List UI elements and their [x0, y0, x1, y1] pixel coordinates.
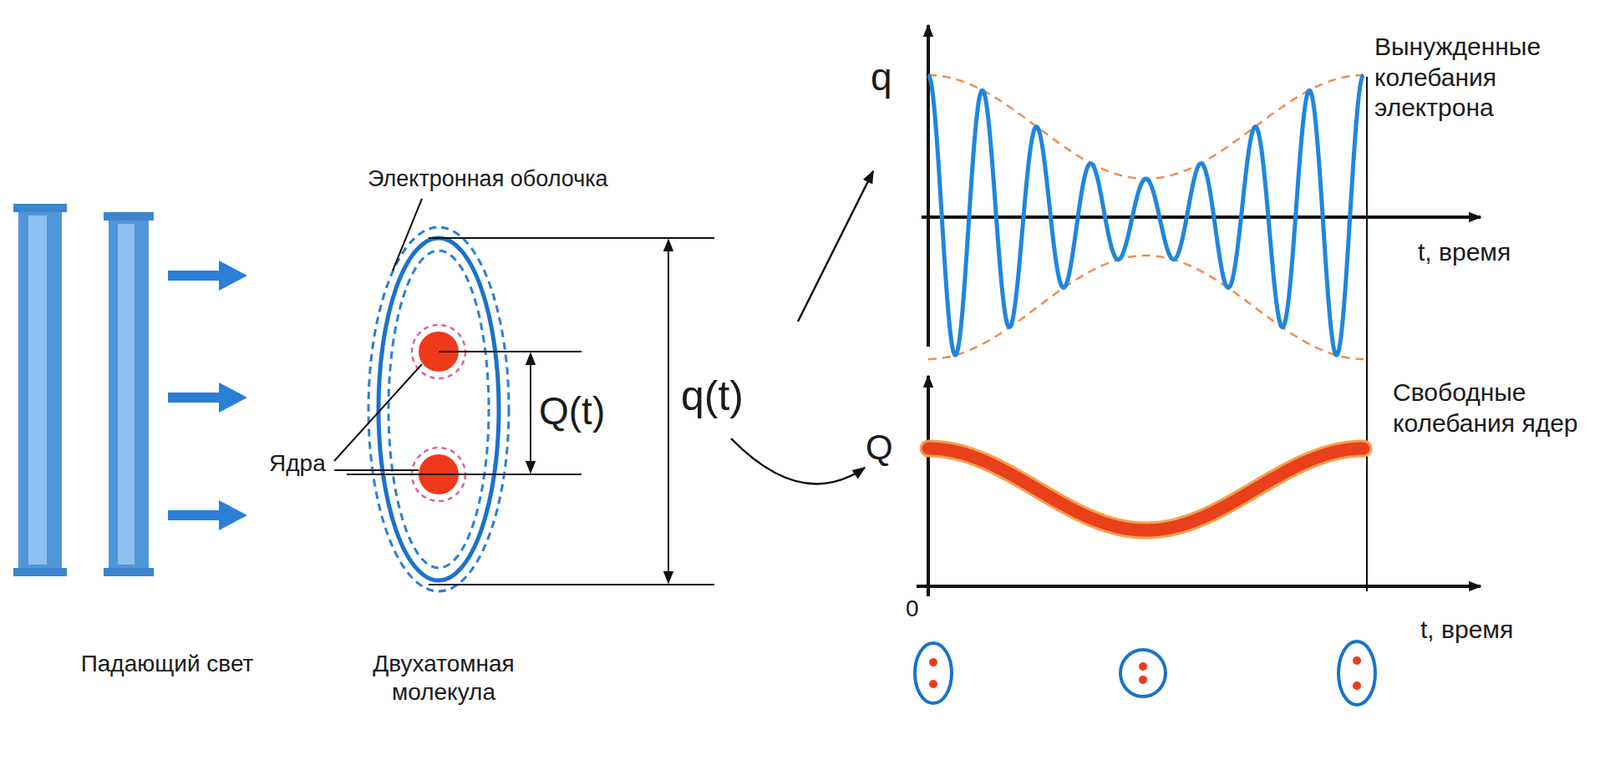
molecule-states: [914, 641, 1376, 706]
part-label: Ядра: [269, 449, 326, 478]
caption-label: Двухатомная молекула: [343, 650, 544, 707]
leader-lines: [334, 198, 422, 471]
envelope-line: [928, 255, 1364, 360]
dimension-label: q(t): [680, 370, 744, 422]
axis-label: 0: [905, 594, 920, 624]
axis-label: t, время: [1417, 237, 1511, 269]
axis-label: Q: [865, 426, 894, 469]
graph-title: Вынужденные колебания электрона: [1374, 31, 1584, 124]
graph-title: Свободные колебания ядер: [1392, 377, 1585, 439]
molecule: [368, 227, 509, 592]
part-label: Электронная оболочка: [367, 165, 609, 194]
axis-label: q: [870, 53, 893, 101]
electron-oscillation: [928, 75, 1364, 356]
nuclei-oscillation: [928, 448, 1364, 531]
light-wavefronts: [13, 203, 154, 577]
axis-label: t, время: [1420, 614, 1514, 646]
pointer-arrows: [731, 171, 874, 484]
dimension-lines: [346, 238, 715, 585]
dimension-label: Q(t): [538, 387, 605, 435]
light-arrows: [167, 260, 248, 531]
caption-label: Падающий свет: [58, 650, 276, 679]
graph-curves: [928, 75, 1364, 531]
nuclei-oscillation-glow: [928, 448, 1364, 531]
